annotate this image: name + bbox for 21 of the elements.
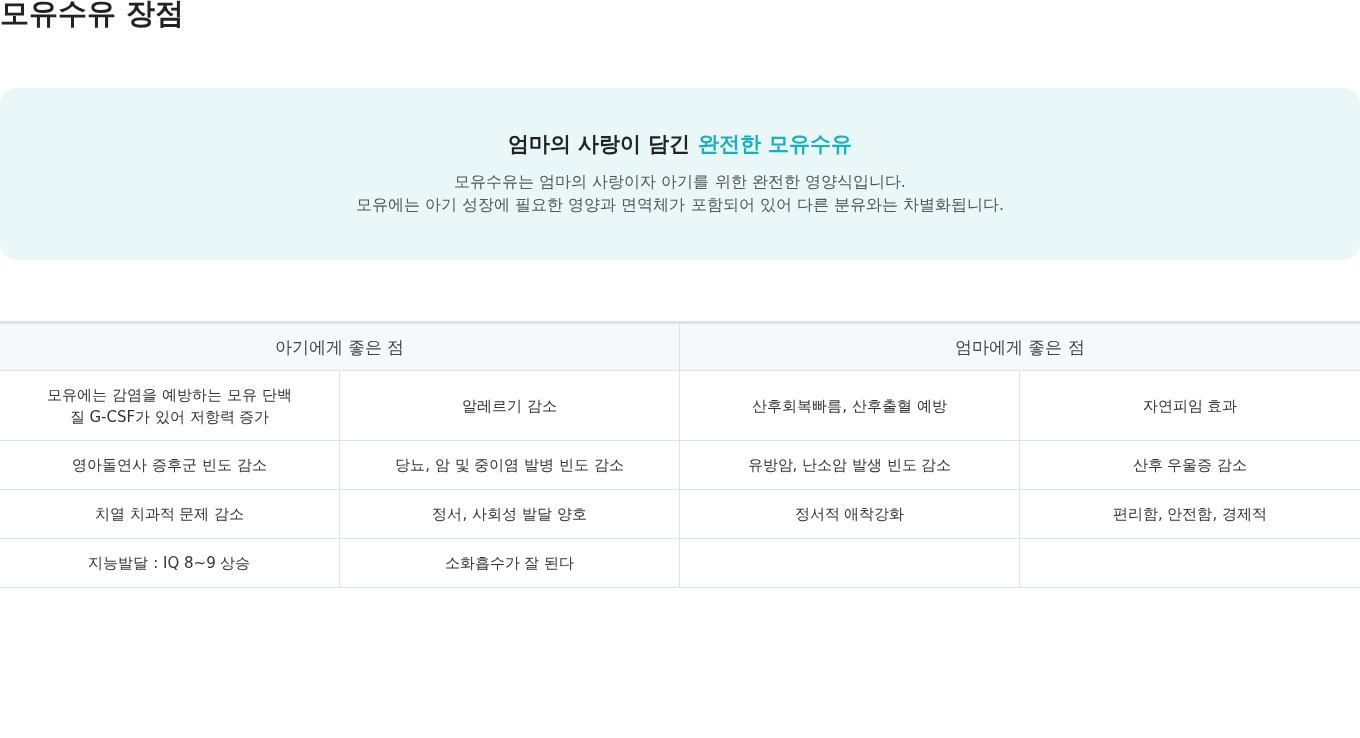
table-cell: 소화흡수가 잘 된다 [340, 539, 680, 588]
table-cell: 지능발달 : IQ 8~9 상승 [0, 539, 340, 588]
table-cell: 영아돌연사 증후군 빈도 감소 [0, 441, 340, 490]
table-cell: 치열 치과적 문제 감소 [0, 490, 340, 539]
banner-text: 모유에는 아기 성장에 필요한 영양과 면역체가 포함되어 있어 다른 분유와는 차별화됩니다. [355, 194, 1005, 216]
table-cell: 알레르기 감소 [340, 371, 680, 441]
table-header-cell: 아기에게 좋은 점 [0, 324, 680, 371]
table-cell: 산후회복빠름, 산후출혈 예방 [680, 371, 1020, 441]
table-cell: 자연피임 효과 [1020, 371, 1360, 441]
table-cell: 편리함, 안전함, 경제적 [1020, 490, 1360, 539]
banner-heading: 엄마의 사랑이 담긴 [507, 132, 691, 156]
table-cell: 정서적 애착강화 [680, 490, 1020, 539]
highlighted-heading: 완전한 모유수유 [697, 132, 853, 156]
table-header-cell: 엄마에게 좋은 점 [680, 324, 1360, 371]
page-title: 모유수유 장점 [0, 0, 185, 32]
banner-text: 모유수유는 엄마의 사랑이자 아기를 위한 완전한 영양식입니다. [453, 171, 907, 193]
table-cell: 산후 우울증 감소 [1020, 441, 1360, 490]
table-cell: 당뇨, 암 및 중이염 발병 빈도 감소 [340, 441, 680, 490]
table-cell: 유방암, 난소암 발생 빈도 감소 [680, 441, 1020, 490]
table-cell: 정서, 사회성 발달 양호 [340, 490, 680, 539]
table-cell: 모유에는 감염을 예방하는 모유 단백질 G-CSF가 있어 저항력 증가 [0, 371, 340, 441]
